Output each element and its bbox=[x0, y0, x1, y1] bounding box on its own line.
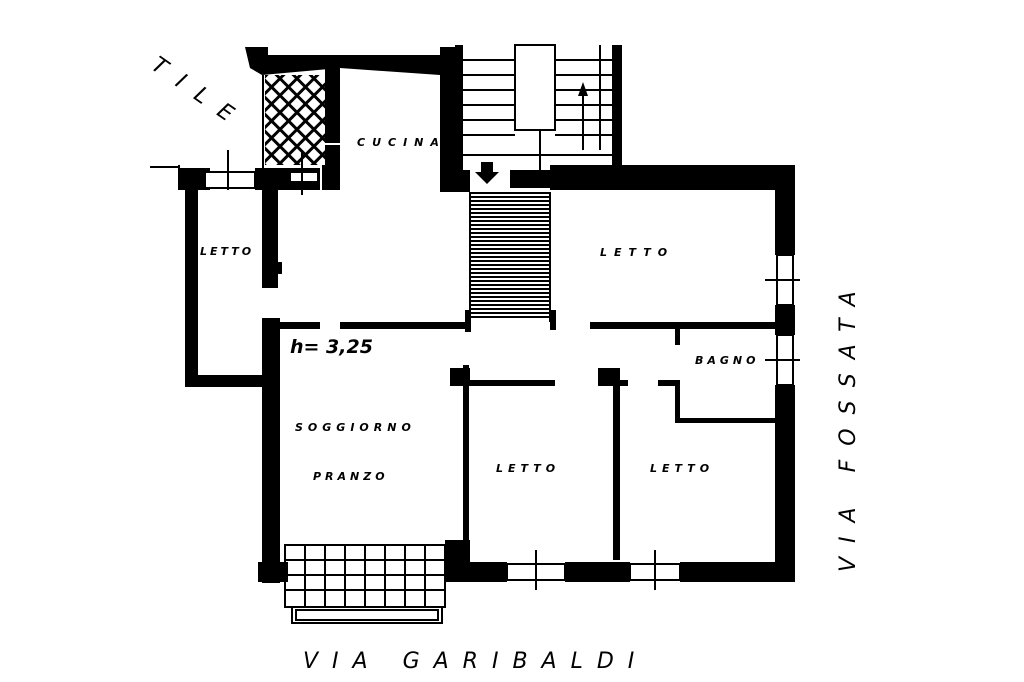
windows bbox=[150, 150, 800, 590]
street-label-tile: TILE bbox=[147, 52, 252, 136]
room-label-letto-top-right: LETTO bbox=[600, 246, 674, 259]
room-label-letto-right: LETTO bbox=[650, 462, 714, 475]
street-label-via-fossata: VIA FOSSATA bbox=[836, 277, 861, 572]
room-label-cucina: CUCINA bbox=[357, 136, 446, 149]
street-label-via-garibaldi: VIA GARIBALDI bbox=[303, 649, 648, 674]
courtyard-hatch bbox=[265, 75, 325, 165]
room-label-letto-left: LETTO bbox=[200, 245, 254, 258]
upper-stair bbox=[463, 44, 612, 170]
room-label-bagno: BAGNO bbox=[695, 354, 759, 367]
room-label-pranzo: PRANZO bbox=[313, 470, 389, 483]
arrow-down-icon bbox=[475, 162, 499, 184]
room-label-letto-center: LETTO bbox=[496, 462, 560, 475]
room-label-soggiorno: SOGGIORNO bbox=[295, 421, 416, 434]
central-stair bbox=[470, 192, 550, 320]
walls bbox=[178, 45, 795, 583]
height-note: h= 3,25 bbox=[290, 336, 373, 358]
balcony bbox=[284, 544, 446, 624]
arrow-up-icon bbox=[578, 82, 588, 96]
